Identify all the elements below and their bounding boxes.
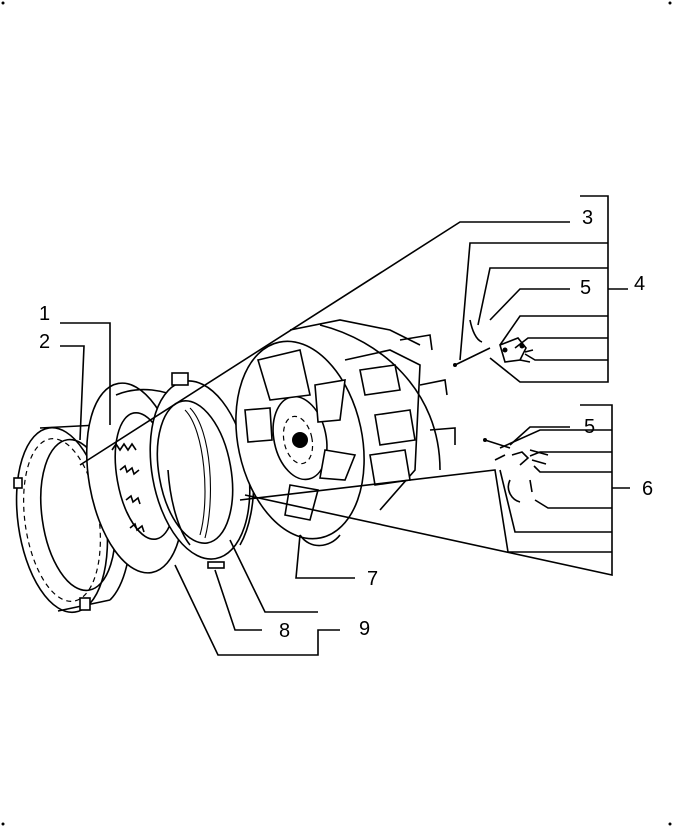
- callout-8: 8: [279, 620, 290, 642]
- callout-4: 4: [634, 273, 645, 295]
- callout-7: 7: [367, 568, 378, 590]
- part-plate-with-rings: [149, 372, 255, 560]
- callout-6: 6: [642, 478, 653, 500]
- callout-5-lower: 5: [584, 416, 595, 438]
- callout-2: 2: [39, 331, 50, 353]
- callout-9: 9: [359, 618, 370, 640]
- callout-1: 1: [39, 303, 50, 325]
- callout-labels: 1 2 3 4 5 5 6 7 8 9: [39, 207, 653, 642]
- part-8-key: [207, 561, 225, 569]
- leader-lines: [60, 195, 630, 656]
- callout-3: 3: [582, 207, 593, 229]
- callout-5-upper: 5: [580, 277, 591, 299]
